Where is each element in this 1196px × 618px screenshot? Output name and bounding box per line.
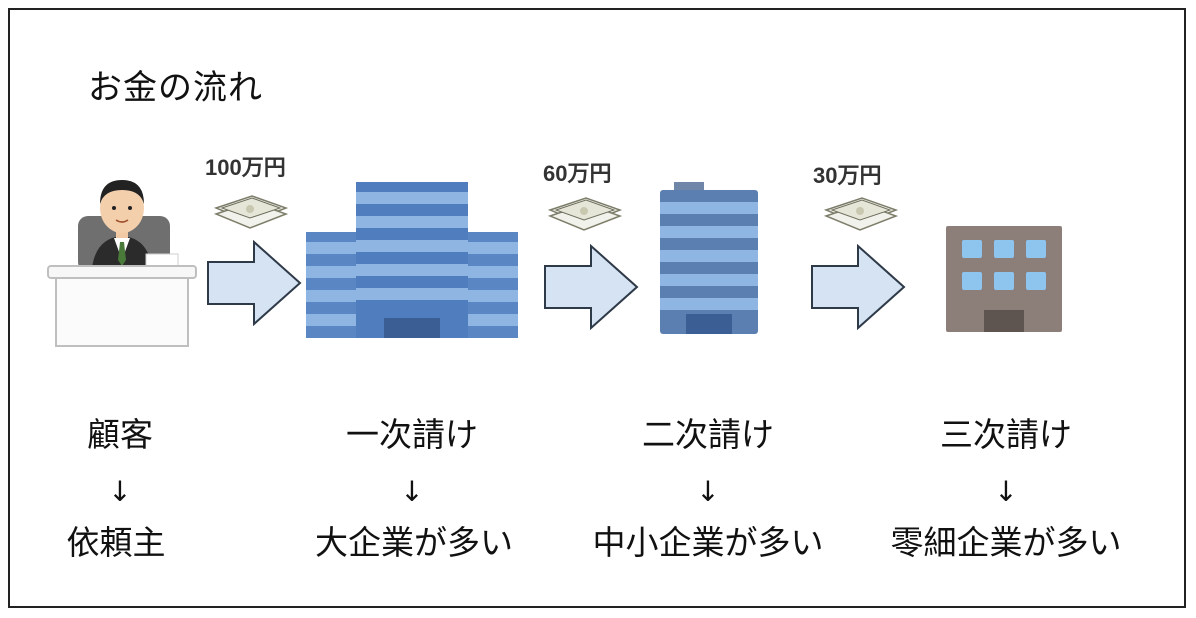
money-stack-icon [547, 197, 623, 231]
amount-label-1: 100万円 [205, 155, 286, 180]
flow-arrow-icon [544, 244, 639, 330]
money-stack-icon [213, 195, 289, 229]
down-arrow-secondary: ↓ [696, 475, 720, 508]
stage-label-secondary: 二次請け [642, 415, 774, 454]
diagram-frame [8, 8, 1186, 608]
down-arrow-client: ↓ [108, 475, 132, 508]
stage-label-client: 顧客 [87, 415, 153, 454]
down-arrow-primary: ↓ [400, 475, 424, 508]
flow-arrow-icon [207, 240, 302, 326]
flow-arrow-icon [811, 244, 906, 330]
stage-desc-primary: 大企業が多い [315, 523, 513, 562]
client-businessman-icon [47, 180, 197, 347]
stage-label-primary: 一次請け [346, 415, 478, 454]
amount-label-2: 60万円 [543, 161, 612, 186]
stage-desc-tertiary: 零細企業が多い [890, 523, 1122, 562]
large-company-building-icon [306, 182, 518, 338]
stage-label-tertiary: 三次請け [940, 415, 1072, 454]
down-arrow-tertiary: ↓ [994, 475, 1018, 508]
amount-label-3: 30万円 [813, 163, 882, 188]
stage-desc-client: 依頼主 [66, 523, 166, 562]
money-stack-icon [823, 197, 899, 231]
mid-company-building-icon [660, 182, 758, 334]
stage-desc-secondary: 中小企業が多い [592, 523, 824, 562]
diagram-title: お金の流れ [88, 68, 263, 108]
small-company-building-icon [946, 226, 1062, 332]
